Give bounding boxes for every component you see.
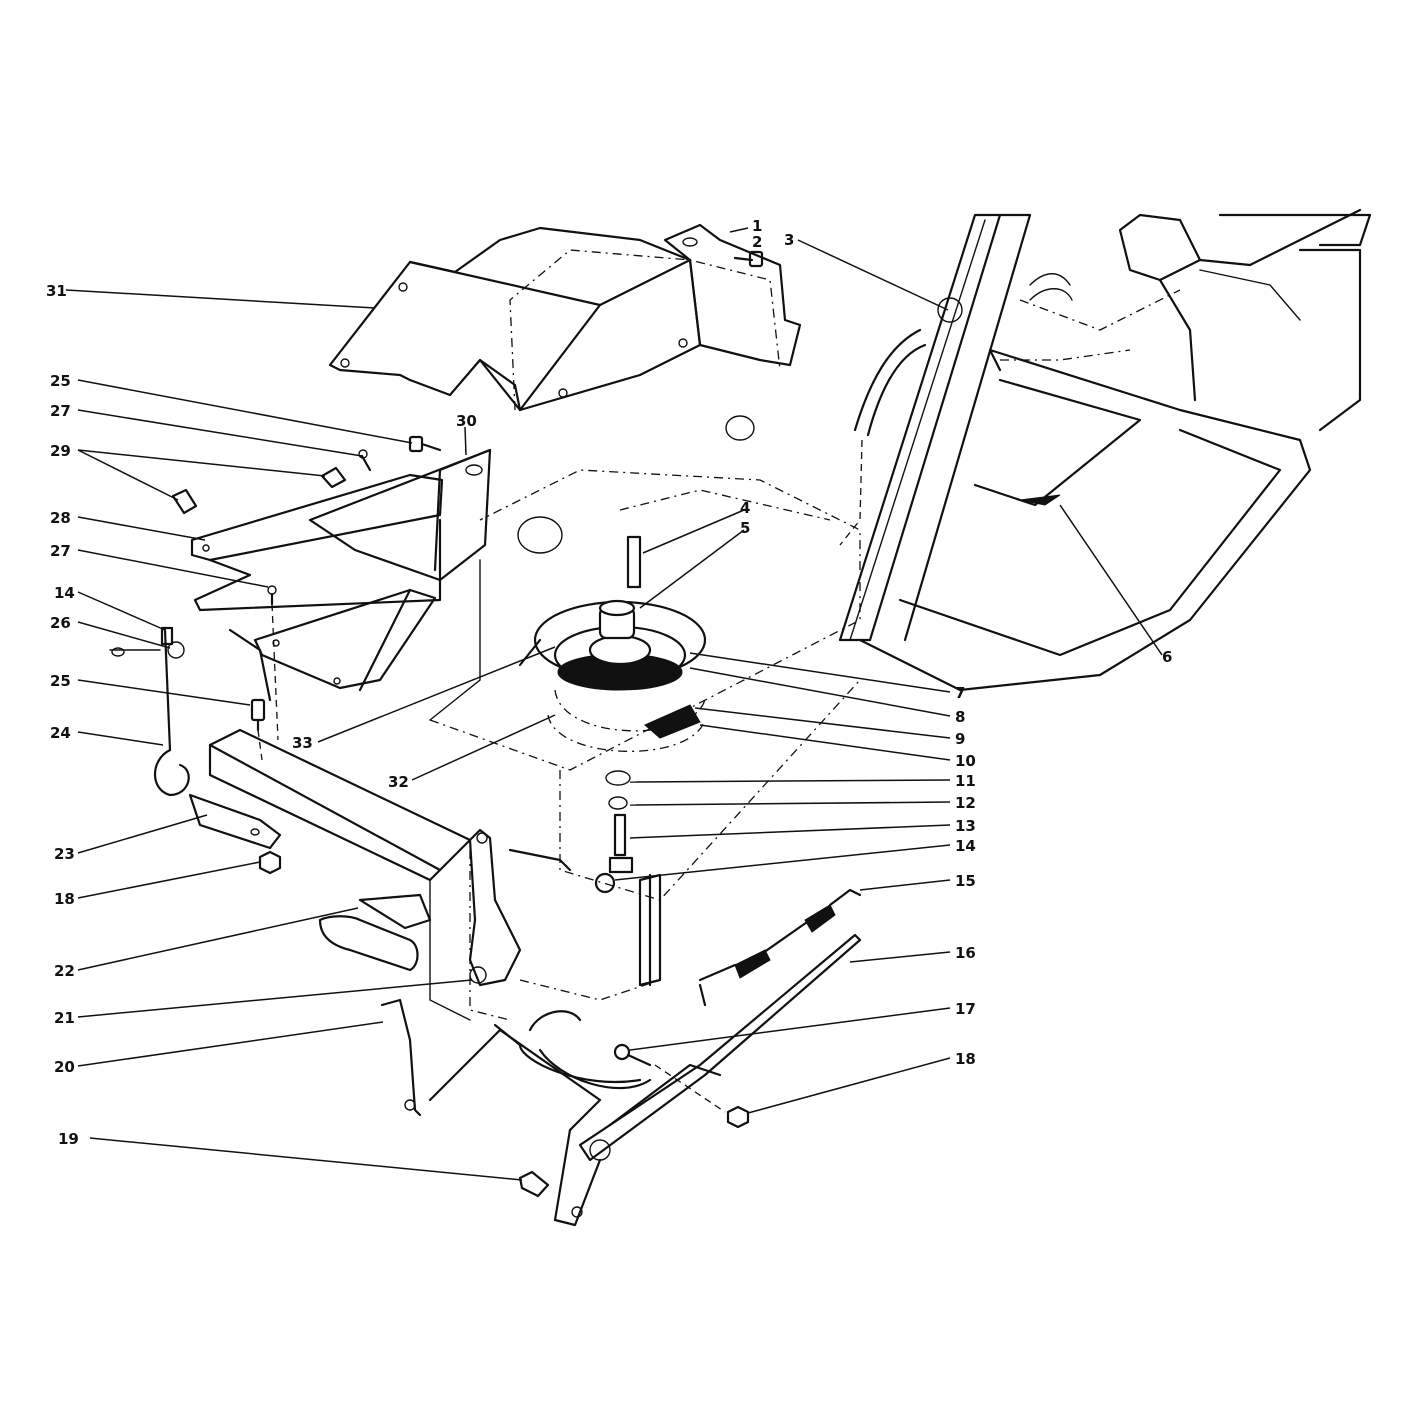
- pulley-assembly: [518, 599, 707, 894]
- callout-22: 22: [54, 962, 75, 980]
- callout-10: 10: [955, 752, 976, 770]
- callout-32: 32: [388, 773, 409, 791]
- callout-17: 17: [955, 1000, 976, 1018]
- bolt-19: [518, 1170, 550, 1198]
- callout-29: 29: [50, 442, 71, 460]
- callout-8: 8: [955, 708, 965, 726]
- callout-28: 28: [50, 509, 71, 527]
- clip-29-left: [171, 488, 198, 515]
- callout-25-upper: 25: [50, 372, 71, 390]
- bolt-25-upper: [408, 435, 442, 453]
- callout-14-right: 14: [955, 837, 976, 855]
- cable-26: [109, 647, 161, 657]
- shield-28: [190, 473, 444, 612]
- callout-23: 23: [54, 845, 75, 863]
- callout-21: 21: [54, 1009, 75, 1027]
- spring-15: [698, 888, 862, 1007]
- callout-4: 4: [740, 499, 750, 517]
- callout-18-right: 18: [955, 1050, 976, 1068]
- callout-2: 2: [752, 233, 762, 251]
- callout-18-left: 18: [54, 890, 75, 908]
- bolt-2: [733, 250, 764, 268]
- callout-27-upper: 27: [50, 402, 71, 420]
- link-23: [188, 793, 282, 850]
- screw-27-upper: [358, 449, 372, 472]
- callout-31: 31: [46, 282, 67, 300]
- callout-7: 7: [955, 684, 965, 702]
- plate-20: [380, 998, 652, 1227]
- bracket-1: [663, 223, 802, 367]
- callout-30: 30: [456, 412, 477, 430]
- rod-24: [154, 626, 190, 797]
- shield-lower: [253, 588, 437, 692]
- callout-9: 9: [955, 730, 965, 748]
- callout-27-lower: 27: [50, 542, 71, 560]
- arm-21: [468, 828, 572, 987]
- callout-15: 15: [955, 872, 976, 890]
- callout-11: 11: [955, 772, 976, 790]
- callout-12: 12: [955, 794, 976, 812]
- bolt-25-lower: [250, 698, 266, 761]
- idler-pin-4: [626, 535, 642, 589]
- nut-18-right: [654, 1064, 750, 1129]
- bolt-17: [613, 1043, 652, 1067]
- callout-24: 24: [50, 724, 71, 742]
- bracket-22: [358, 893, 432, 930]
- screw-27-lower: [267, 585, 279, 741]
- callout-6: 6: [1162, 648, 1172, 666]
- deflector-30: [308, 448, 492, 582]
- belt-guard: [328, 226, 702, 412]
- callout-33: 33: [292, 734, 313, 752]
- callout-20: 20: [54, 1058, 75, 1076]
- callouts: 1 2 3 4 5 6 7 8 9 10 11 12 13 14 15 16 1…: [46, 217, 1172, 1148]
- callout-3: 3: [784, 231, 794, 249]
- leader-lines: [65, 227, 1163, 1181]
- bracket-right: [638, 873, 662, 987]
- callout-1: 1: [752, 217, 762, 235]
- callout-16: 16: [955, 944, 976, 962]
- lever-16: [578, 933, 862, 1162]
- tractor-frame: [838, 208, 1372, 692]
- callout-26: 26: [50, 614, 71, 632]
- callout-13: 13: [955, 817, 976, 835]
- nut-18-left: [258, 850, 282, 875]
- clip-29-right: [320, 466, 347, 489]
- callout-19: 19: [58, 1130, 79, 1148]
- callout-5: 5: [740, 519, 750, 537]
- chassis-housing: [208, 249, 861, 1021]
- callout-25-lower: 25: [50, 672, 71, 690]
- callout-14-left: 14: [54, 584, 75, 602]
